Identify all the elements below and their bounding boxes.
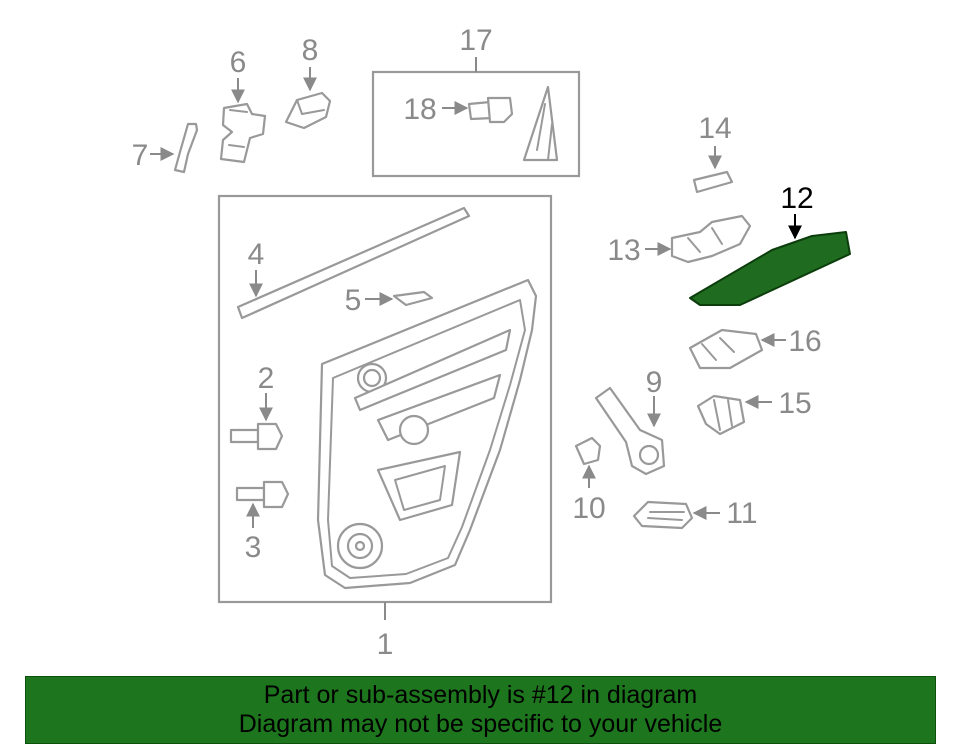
part-12-highlighted[interactable] [689,214,851,306]
part-14-cap[interactable] [692,146,734,194]
callout-9[interactable]: 9 [646,366,663,399]
callout-7[interactable]: 7 [132,139,149,172]
part-2-bolt[interactable] [229,393,284,451]
banner-line-1: Part or sub-assembly is #12 in diagram [263,681,698,709]
part-16-switch[interactable] [688,328,786,370]
callout-3[interactable]: 3 [245,531,262,564]
part-5-pad[interactable] [365,290,434,307]
callout-5[interactable]: 5 [345,284,362,317]
callout-15[interactable]: 15 [778,387,811,420]
part-15-switch[interactable] [696,394,772,436]
callout-2[interactable]: 2 [258,362,275,395]
part-8-clip[interactable] [284,67,332,130]
callout-11[interactable]: 11 [726,497,757,530]
callout-10[interactable]: 10 [572,492,605,525]
part-7-bracket[interactable] [150,122,199,174]
callout-17[interactable]: 17 [459,24,492,57]
info-banner: Part or sub-assembly is #12 in diagram D… [25,676,936,744]
callout-13[interactable]: 13 [607,234,640,267]
callout-6[interactable]: 6 [230,46,247,79]
callout-8[interactable]: 8 [302,34,319,67]
part-6-clip[interactable] [219,78,267,164]
callout-18[interactable]: 18 [403,93,436,126]
callout-14[interactable]: 14 [698,112,731,145]
part-3-bolt[interactable] [235,480,290,528]
part-10-cap[interactable] [574,436,602,488]
door-trim-panel [316,278,538,590]
callout-16[interactable]: 16 [788,325,821,358]
part-11-pocket[interactable] [632,500,720,530]
part-1-door-panel-frame [217,194,553,620]
callout-1[interactable]: 1 [377,628,394,661]
part-13-switch-bracket[interactable] [645,214,752,264]
part-4-weatherstrip[interactable] [236,206,471,320]
part-9-inner-handle[interactable] [594,386,666,476]
part-17-kit-frame [371,57,581,178]
callout-12[interactable]: 12 [780,182,813,215]
callout-4[interactable]: 4 [248,238,265,271]
part-17-garnish [522,85,559,162]
banner-line-2: Diagram may not be specific to your vehi… [238,710,723,738]
part-18-bolt[interactable] [442,96,514,124]
